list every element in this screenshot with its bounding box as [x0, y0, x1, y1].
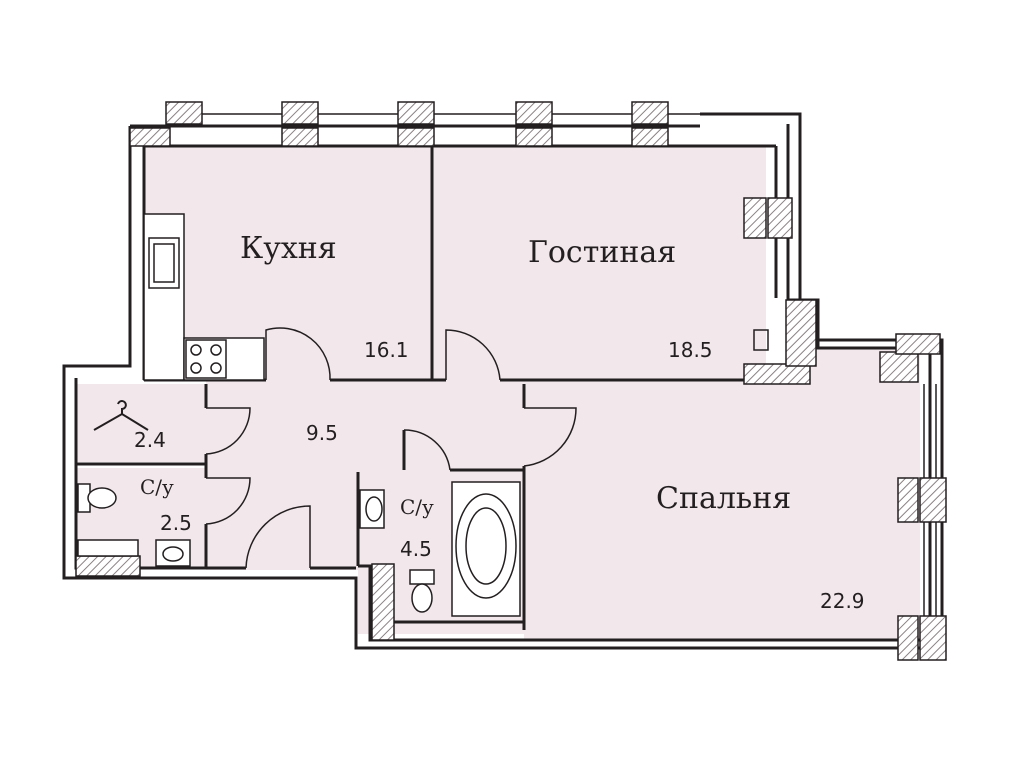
wc-large-area: 4.5: [400, 537, 432, 561]
interior-walls: [76, 146, 744, 630]
top-windows: [202, 113, 937, 616]
kitchen-fixtures: [143, 213, 265, 381]
doors: [205, 327, 577, 569]
closet-area: 2.4: [134, 428, 166, 452]
living-label: Гостиная: [528, 235, 676, 270]
wc-small-area: 2.5: [160, 511, 192, 535]
wc-large-label: С/у: [400, 495, 434, 519]
wc-small-fixtures: [77, 483, 191, 567]
hatched-piers: [75, 101, 947, 661]
wc-small-label: С/у: [140, 475, 174, 499]
hanger-icon: [93, 400, 149, 431]
hall-floor-upper: [266, 330, 506, 382]
kitchen-label: Кухня: [240, 231, 337, 266]
bedroom-label: Спальня: [656, 481, 791, 516]
closet-floor: [76, 384, 206, 462]
bedroom-floor: [524, 368, 920, 640]
kitchen-area: 16.1: [364, 338, 409, 362]
bathtub-icon: [451, 481, 521, 617]
stove-icon: [185, 339, 227, 379]
washbasin-icon-large: [359, 489, 385, 529]
bedroom-area: 22.9: [820, 589, 865, 613]
floor-fills: [76, 146, 920, 640]
toilet-icon-large: [409, 569, 435, 585]
wc-large-fixtures: [359, 329, 769, 617]
hall-area: 9.5: [306, 421, 338, 445]
washbasin-icon: [155, 539, 191, 567]
living-area: 18.5: [668, 338, 713, 362]
